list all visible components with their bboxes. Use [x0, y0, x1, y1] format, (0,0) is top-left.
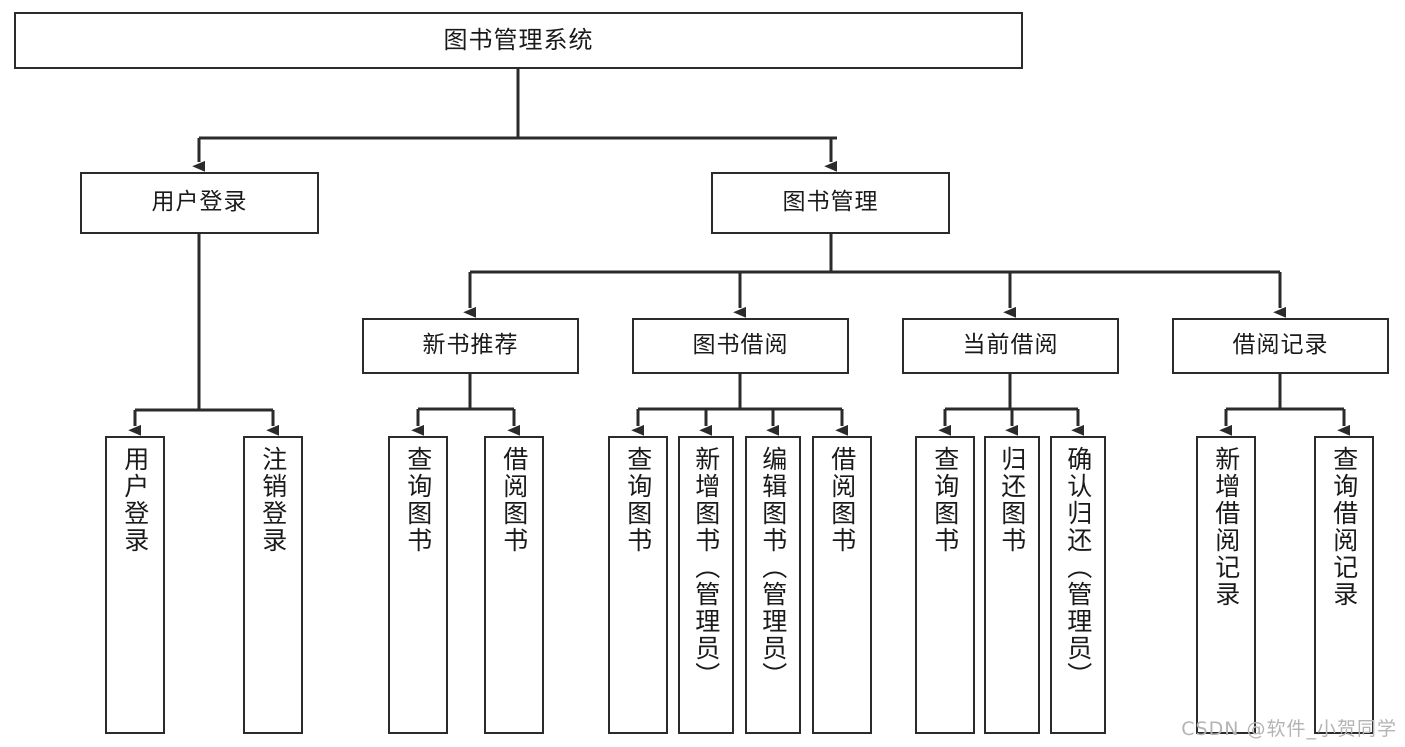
node-book-manage-label: 图书管理 [782, 189, 879, 216]
node-leaf-return-book-label: 归还图书 [997, 446, 1027, 554]
node-leaf-logout[interactable]: 注销登录 [243, 436, 303, 734]
node-leaf-confirm-return-admin-label: 确认归还（管理员） [1063, 446, 1093, 689]
node-leaf-borrow-book-recommend[interactable]: 借阅图书 [484, 436, 544, 734]
node-current-borrow-label: 当前借阅 [962, 332, 1059, 359]
node-leaf-add-book-admin-label: 新增图书（管理员） [691, 446, 721, 689]
node-leaf-confirm-return-admin[interactable]: 确认归还（管理员） [1050, 436, 1106, 734]
node-leaf-query-book-current[interactable]: 查询图书 [915, 436, 975, 734]
node-leaf-query-book-borrow[interactable]: 查询图书 [608, 436, 668, 734]
node-leaf-return-book[interactable]: 归还图书 [984, 436, 1040, 734]
node-root-system[interactable]: 图书管理系统 [14, 12, 1023, 69]
node-leaf-add-borrow-record-label: 新增借阅记录 [1211, 446, 1241, 608]
node-leaf-query-book-recommend-label: 查询图书 [403, 446, 433, 554]
node-new-book-recommend[interactable]: 新书推荐 [362, 318, 579, 374]
node-book-borrow-label: 图书借阅 [692, 332, 789, 359]
node-leaf-borrow-book-label: 借阅图书 [827, 446, 857, 554]
node-leaf-borrow-book[interactable]: 借阅图书 [812, 436, 872, 734]
node-leaf-query-book-borrow-label: 查询图书 [623, 446, 653, 554]
node-borrow-record[interactable]: 借阅记录 [1172, 318, 1389, 374]
node-leaf-logout-label: 注销登录 [258, 446, 288, 554]
node-leaf-edit-book-admin-label: 编辑图书（管理员） [758, 446, 788, 689]
node-leaf-query-borrow-record-label: 查询借阅记录 [1329, 446, 1359, 608]
node-user-login[interactable]: 用户登录 [80, 172, 319, 234]
node-leaf-add-borrow-record[interactable]: 新增借阅记录 [1196, 436, 1256, 734]
node-leaf-query-borrow-record[interactable]: 查询借阅记录 [1314, 436, 1374, 734]
node-leaf-borrow-book-recommend-label: 借阅图书 [499, 446, 529, 554]
node-borrow-record-label: 借阅记录 [1232, 332, 1329, 359]
csdn-watermark: CSDN @软件_小贺同学 [1181, 718, 1397, 740]
node-leaf-user-login[interactable]: 用户登录 [105, 436, 165, 734]
node-current-borrow[interactable]: 当前借阅 [902, 318, 1119, 374]
node-leaf-user-login-label: 用户登录 [120, 446, 150, 554]
node-leaf-query-book-recommend[interactable]: 查询图书 [388, 436, 448, 734]
node-leaf-add-book-admin[interactable]: 新增图书（管理员） [678, 436, 734, 734]
node-book-manage[interactable]: 图书管理 [711, 172, 950, 234]
node-leaf-edit-book-admin[interactable]: 编辑图书（管理员） [745, 436, 801, 734]
node-book-borrow[interactable]: 图书借阅 [632, 318, 849, 374]
node-user-login-label: 用户登录 [151, 189, 248, 216]
node-root-label: 图书管理系统 [443, 26, 594, 55]
node-leaf-query-book-current-label: 查询图书 [930, 446, 960, 554]
node-new-book-recommend-label: 新书推荐 [422, 332, 519, 359]
